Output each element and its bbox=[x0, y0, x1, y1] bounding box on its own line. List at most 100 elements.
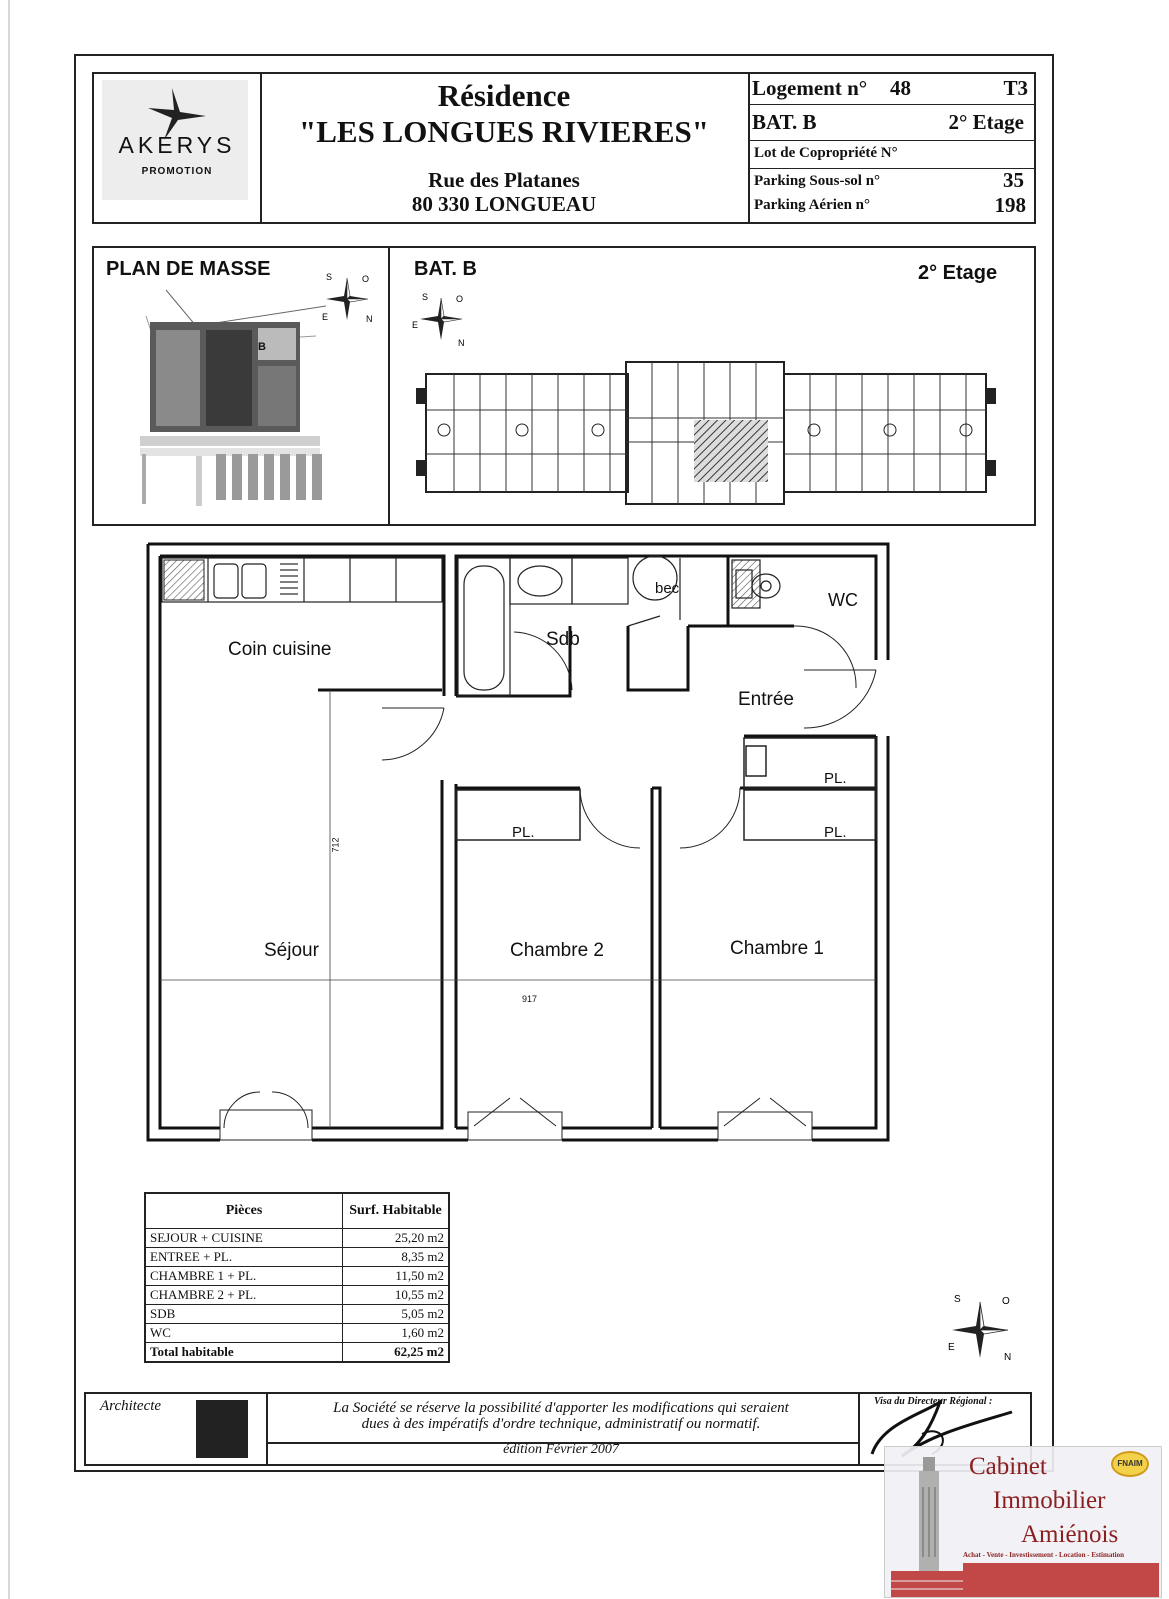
table-row: ENTREE + PL.8,35 m2 bbox=[144, 1247, 450, 1267]
fnaim-badge: FNAIM bbox=[1111, 1451, 1149, 1477]
logement-type: T3 bbox=[1003, 76, 1028, 100]
table-row: CHAMBRE 1 + PL.11,50 m2 bbox=[144, 1266, 450, 1286]
akerys-logo-icon bbox=[148, 88, 206, 140]
room-bec: bec bbox=[655, 580, 680, 597]
situation-divider bbox=[388, 248, 390, 524]
dimension-width: 917 bbox=[520, 994, 540, 1004]
room-wc: WC bbox=[828, 590, 858, 610]
compass3-o-label: O bbox=[1002, 1296, 1010, 1307]
lot-row-logement: Logement n° 48 T3 bbox=[748, 74, 1034, 105]
parking-aer-label: Parking Aérien n° bbox=[754, 197, 871, 213]
bat-plan-title: BAT. B bbox=[414, 258, 477, 280]
footer-box bbox=[84, 1392, 1032, 1466]
lot-row-bat: BAT. B 2° Etage bbox=[748, 104, 1034, 141]
lot-cell: Logement n° 48 T3 BAT. B 2° Etage Lot de… bbox=[748, 74, 1034, 222]
disclaimer-line-2: dues à des impératifs d'ordre technique,… bbox=[361, 1416, 761, 1432]
belfry-icon bbox=[891, 1457, 967, 1597]
agency-watermark: Cabinet Immobilier Amiénois Achat - Vent… bbox=[884, 1446, 1162, 1598]
surface-room-name: CHAMBRE 2 + PL. bbox=[144, 1285, 343, 1305]
placard-chambre-2: PL. bbox=[512, 824, 535, 841]
surface-header-pieces: Pièces bbox=[144, 1192, 343, 1229]
compass3-e-label: E bbox=[948, 1342, 955, 1353]
room-chambre-1: Chambre 1 bbox=[730, 938, 824, 959]
visa-label: Visa du Directeur Régional : bbox=[874, 1396, 993, 1407]
compass-o-label: O bbox=[362, 274, 369, 284]
surface-room-value: 5,05 m2 bbox=[342, 1304, 450, 1324]
surface-room-name: ENTREE + PL. bbox=[144, 1247, 343, 1267]
brand-name: AKERYS bbox=[118, 132, 236, 158]
plan-masse-bat-label: B bbox=[258, 341, 266, 353]
surface-total-value: 62,25 m2 bbox=[342, 1342, 450, 1363]
table-row: CHAMBRE 2 + PL.10,55 m2 bbox=[144, 1285, 450, 1305]
surface-header-surf: Surf. Habitable bbox=[342, 1192, 450, 1229]
compass2-s-label: S bbox=[422, 292, 428, 302]
plan-sheet bbox=[74, 54, 1054, 1472]
surface-table-header: Pièces Surf. Habitable bbox=[144, 1192, 450, 1229]
edition-date: édition Février 2007 bbox=[503, 1442, 619, 1457]
compass-rose-icon-2: S O E N bbox=[412, 292, 465, 348]
logo-cell: AKERYS PROMOTION bbox=[94, 74, 262, 222]
plan-masse-title: PLAN DE MASSE bbox=[106, 258, 271, 280]
surface-room-name: CHAMBRE 1 + PL. bbox=[144, 1266, 343, 1286]
agency-name-line-3: Amiénois bbox=[1021, 1521, 1119, 1548]
surface-room-value: 25,20 m2 bbox=[342, 1228, 450, 1248]
room-sejour: Séjour bbox=[264, 940, 319, 961]
agency-tagline: Achat - Vente - Investissement - Locatio… bbox=[963, 1551, 1124, 1559]
compass-rose-icon: S O E N bbox=[322, 272, 373, 324]
agency-name-line-2: Immobilier bbox=[993, 1487, 1106, 1514]
surface-room-value: 8,35 m2 bbox=[342, 1247, 450, 1267]
parking-ss-number: 35 bbox=[1003, 168, 1024, 192]
lot-row-copro: Lot de Copropriété N° bbox=[748, 140, 1034, 169]
compass-rose-icon-3: S O E N bbox=[948, 1294, 1011, 1363]
compass-n-label: N bbox=[366, 314, 373, 324]
agency-name-line-1: Cabinet bbox=[969, 1453, 1047, 1480]
lot-bat: BAT. B bbox=[752, 110, 817, 134]
surface-room-name: SDB bbox=[144, 1304, 343, 1324]
dimension-height: 712 bbox=[330, 837, 341, 853]
room-sdb: Sdb bbox=[546, 629, 580, 650]
situation-block bbox=[92, 246, 1036, 526]
architect-stamp bbox=[196, 1400, 248, 1458]
agency-footer-band bbox=[963, 1563, 1159, 1597]
compass2-o-label: O bbox=[456, 294, 463, 304]
footer-divider-2 bbox=[858, 1394, 860, 1464]
disclaimer-line-1: La Société se réserve la possibilité d'a… bbox=[333, 1400, 789, 1416]
placard-entree: PL. bbox=[824, 770, 847, 787]
surface-total-label: Total habitable bbox=[144, 1342, 343, 1363]
room-chambre-2: Chambre 2 bbox=[510, 940, 604, 961]
logement-number: 48 bbox=[890, 76, 911, 100]
building-floor-plan bbox=[416, 361, 996, 505]
compass2-e-label: E bbox=[412, 320, 418, 330]
logement-label: Logement n° bbox=[752, 76, 868, 100]
room-entree: Entrée bbox=[738, 689, 794, 710]
footer-divider-1 bbox=[266, 1394, 268, 1464]
residence-city: 80 330 LONGUEAU bbox=[411, 192, 597, 216]
residence-label: Résidence bbox=[437, 78, 571, 113]
surface-room-name: WC bbox=[144, 1323, 343, 1343]
compass3-s-label: S bbox=[954, 1294, 961, 1305]
room-coin-cuisine: Coin cuisine bbox=[228, 639, 332, 660]
compass3-n-label: N bbox=[1004, 1352, 1011, 1363]
plan-masse-drawing: B bbox=[140, 289, 327, 506]
residence-cell: Résidence "LES LONGUES RIVIERES" Rue des… bbox=[260, 74, 750, 222]
architecte-label: Architecte bbox=[100, 1398, 162, 1414]
surface-room-value: 1,60 m2 bbox=[342, 1323, 450, 1343]
bat-plan-etage: 2° Etage bbox=[918, 262, 998, 284]
residence-street: Rue des Platanes bbox=[428, 168, 580, 192]
compass2-n-label: N bbox=[458, 338, 465, 348]
surface-room-name: SEJOUR + CUISINE bbox=[144, 1228, 343, 1248]
brand-sub: PROMOTION bbox=[141, 166, 213, 177]
apartment-plan bbox=[146, 542, 890, 1142]
lot-etage: 2° Etage bbox=[948, 110, 1024, 134]
residence-name: "LES LONGUES RIVIERES" bbox=[299, 114, 709, 149]
lot-row-parking-aer: Parking Aérien n° 198 bbox=[748, 192, 1034, 220]
compass-e-label: E bbox=[322, 312, 328, 322]
surface-room-value: 11,50 m2 bbox=[342, 1266, 450, 1286]
header-box: AKERYS PROMOTION Résidence "LES LONGUES … bbox=[92, 72, 1036, 224]
footer-divider-3 bbox=[268, 1442, 858, 1444]
surface-room-value: 10,55 m2 bbox=[342, 1285, 450, 1305]
